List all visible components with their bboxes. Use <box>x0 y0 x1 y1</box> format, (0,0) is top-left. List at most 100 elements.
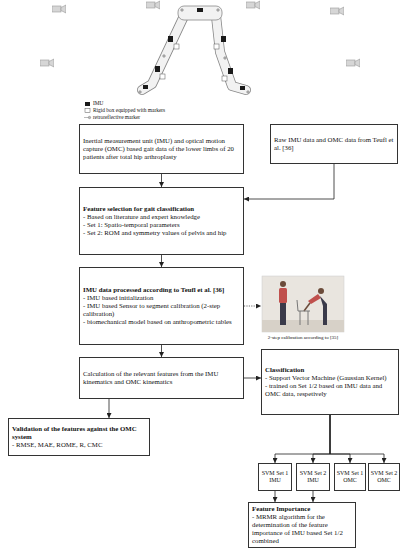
box-heading: IMU data processed according to Teufl et… <box>83 286 240 294</box>
flow-arrow <box>275 415 330 463</box>
flow-arrow <box>161 255 162 267</box>
legend-text: Rigid box equipped with markers <box>93 108 165 113</box>
chair <box>297 300 310 325</box>
flow-arrow <box>275 491 276 502</box>
retroreflective-marker <box>181 9 184 12</box>
legend-sample-box <box>85 109 90 113</box>
flow-arrow <box>109 399 110 418</box>
process-box: Classification- Support Vector Machine (… <box>261 349 399 415</box>
process-box: Validation of the features against the O… <box>8 418 150 456</box>
flow-arrow <box>330 415 384 463</box>
box-text: - biomechanical model based on anthropom… <box>83 318 240 326</box>
box-heading: Inertial measurement unit (IMU) and opti… <box>83 137 240 161</box>
imu-sensor <box>228 68 233 74</box>
camera-icon <box>146 1 160 9</box>
flow-arrow <box>161 174 162 187</box>
imu-sensor <box>240 86 245 90</box>
box-heading: SVM Set 1 OMC <box>336 470 364 484</box>
photo-frame <box>262 276 344 332</box>
box-heading: Raw IMU data and OMC data from Teufl et … <box>274 136 394 152</box>
box-heading: Calculation of the relevant features fro… <box>83 370 240 386</box>
camera-icon <box>52 5 66 13</box>
camera-icon <box>246 1 260 9</box>
flow-arrow <box>330 415 350 463</box>
imu-sensor <box>155 66 160 72</box>
leg-outline <box>142 6 246 90</box>
classifier-box: SVM Set 2 OMC <box>368 463 400 491</box>
right-leg <box>216 16 246 90</box>
process-box: Feature Importance- MRMR algorithm for t… <box>248 502 356 548</box>
box-text: - trained on Set 1/2 based on IMU data a… <box>265 382 395 398</box>
flow-arrow <box>313 415 330 463</box>
process-box: IMU data processed according to Teufl et… <box>79 267 244 345</box>
gait-illustration <box>40 1 360 119</box>
box-text: - Set 2: ROM and symmetry values of pelv… <box>83 229 240 237</box>
imu-sensor <box>143 85 148 89</box>
legend-sample-marker <box>88 116 90 118</box>
camera-icon <box>40 59 54 67</box>
camera-icon <box>346 59 360 67</box>
flow-arrow <box>244 164 334 199</box>
imu-sensors <box>143 8 245 90</box>
legend-swatch <box>85 102 90 106</box>
imu-sensor <box>168 36 173 42</box>
person-head <box>280 281 286 287</box>
box-heading: Feature selection for gait classificatio… <box>83 205 240 213</box>
calibration-photo <box>244 276 344 332</box>
person-legs <box>280 303 286 325</box>
box-text: - MRMR algorithm for the determination o… <box>252 513 352 545</box>
left-leg <box>142 16 184 90</box>
person-arm <box>304 303 310 311</box>
retroreflective-marker <box>247 91 250 94</box>
box-text: - IMU based initialization <box>83 294 240 302</box>
classifier-box: SVM Set 1 IMU <box>258 463 292 491</box>
process-box: Inertial measurement unit (IMU) and opti… <box>79 124 244 174</box>
retroreflective-marker <box>217 9 220 12</box>
process-box: Raw IMU data and OMC data from Teufl et … <box>270 124 398 164</box>
legend-sample-line <box>84 117 90 118</box>
retroreflective-marker <box>163 55 166 58</box>
rigid-box <box>222 76 227 81</box>
person-head <box>318 288 324 294</box>
flow-arrow <box>313 491 314 502</box>
flow-arrow <box>161 345 162 357</box>
dotted-arrow <box>244 306 261 307</box>
person-torso <box>279 288 287 303</box>
retroreflective-marker <box>224 57 227 60</box>
camera-icon <box>330 7 344 15</box>
classifier-box: SVM Set 2 IMU <box>296 463 330 491</box>
box-text: - Set 1: Spatio-temporal parameters <box>83 221 240 229</box>
flow-arrow <box>244 378 261 379</box>
person-torso <box>308 294 321 304</box>
photo-floor <box>262 320 344 332</box>
box-heading: Feature Importance <box>252 505 352 513</box>
rigid-box <box>174 44 179 49</box>
retroreflective-marker <box>139 91 142 94</box>
left-leg <box>142 16 184 90</box>
box-text: - IMU based Sensor to segment calibratio… <box>83 302 240 318</box>
imu-sensor <box>221 36 226 42</box>
person-legs <box>320 296 327 325</box>
box-text: - Support Vector Machine (Gaussian Kerne… <box>265 374 395 382</box>
rigid-box <box>214 44 219 49</box>
markers <box>139 9 250 94</box>
box-heading: SVM Set 1 IMU <box>260 470 290 484</box>
pelvis <box>178 6 222 20</box>
legend-text: retroreflective marker <box>93 115 140 120</box>
imu-sensor <box>197 8 203 12</box>
box-heading: SVM Set 2 OMC <box>370 470 398 484</box>
box-text: - Based on literature and expert knowled… <box>83 213 240 221</box>
right-leg <box>216 16 246 90</box>
photo-caption: 2-step calibration according to [35] <box>258 335 348 341</box>
box-heading: SVM Set 2 IMU <box>298 470 328 484</box>
box-text: - RMSE, MAE, ROME, R, CMC <box>12 441 146 449</box>
process-box: Feature selection for gait classificatio… <box>79 187 244 255</box>
process-box: Calculation of the relevant features fro… <box>79 357 244 399</box>
classifier-box: SVM Set 1 OMC <box>334 463 366 491</box>
box-heading: Validation of the features against the O… <box>12 425 146 441</box>
rigid-boxes <box>160 44 227 81</box>
legend-text: IMU <box>93 101 103 106</box>
box-heading: Classification <box>265 366 395 374</box>
rigid-box <box>160 74 165 79</box>
